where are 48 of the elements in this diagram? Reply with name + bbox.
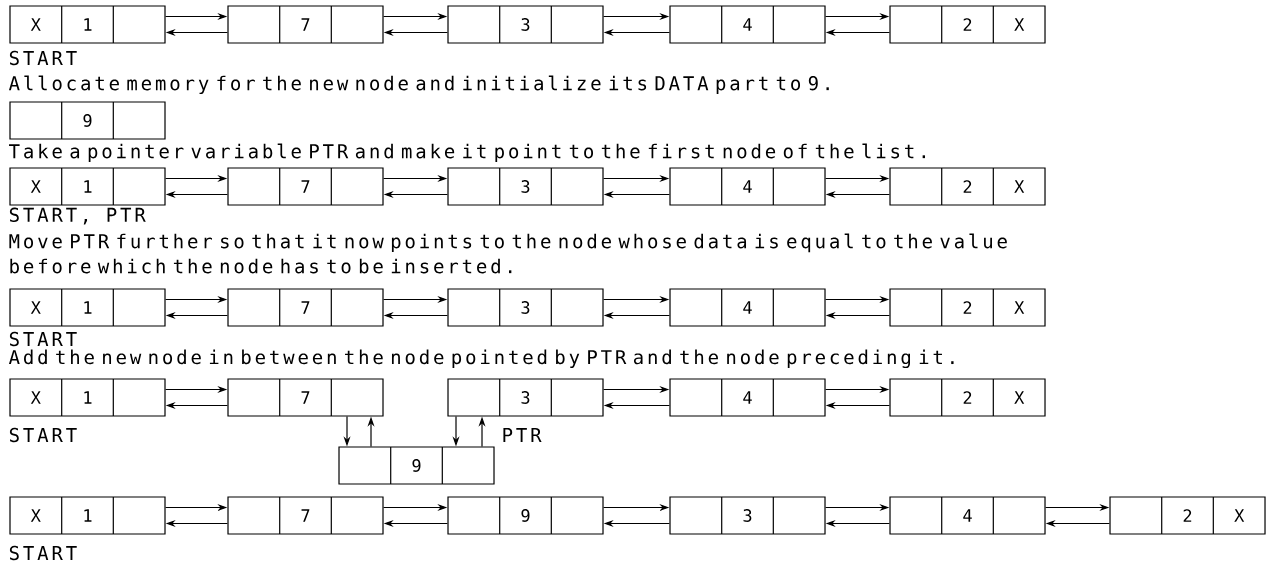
node-label: X — [30, 301, 41, 314]
node-label: X — [30, 509, 41, 522]
list-node: 4 — [669, 167, 826, 206]
node-label: X — [30, 180, 41, 193]
list-node: 7 — [227, 167, 384, 206]
node-label: 1 — [84, 18, 92, 31]
node-label: 1 — [84, 180, 92, 193]
list-node: X 1 — [9, 378, 166, 417]
pointer-label: START — [9, 427, 77, 443]
list-node: 3 — [447, 288, 604, 327]
pointer-label: START — [9, 545, 77, 561]
list-node: 9 — [9, 101, 166, 140]
list-node: 2 X — [889, 167, 1046, 206]
list-node: 2 X — [1109, 496, 1266, 535]
pointer-label: START — [9, 50, 77, 66]
list-node: 7 — [227, 496, 384, 535]
list-node: 7 — [227, 288, 384, 327]
list-node: 2 X — [889, 288, 1046, 327]
list-node: X 1 — [9, 167, 166, 206]
instruction-text: Move PTR further so that it now points to the node whose data is equal to the value before which the node has to be inserted. — [9, 233, 1007, 274]
list-node: 9 — [338, 446, 495, 485]
list-node: X 1 — [9, 496, 166, 535]
list-node: 4 — [669, 378, 826, 417]
list-node: 2 X — [889, 378, 1046, 417]
instruction-text: Allocate memory for the new node and initialize its DATA part to 9. — [8, 75, 829, 95]
node-label: 1 — [84, 301, 92, 314]
list-node: 3 — [447, 5, 604, 44]
pointer-label: PTR — [503, 428, 542, 442]
list-node: 2 X — [889, 5, 1046, 44]
list-node: 4 — [669, 288, 826, 327]
pointer-label: START, PTR — [9, 207, 146, 225]
list-node: X 1 — [9, 288, 166, 327]
list-node: 3 — [447, 167, 604, 206]
list-node: 3 — [447, 378, 604, 417]
list-node: 7 — [227, 378, 384, 417]
list-node: 3 — [669, 496, 826, 535]
list-node: 9 — [447, 496, 604, 535]
node-label: X — [30, 391, 41, 404]
list-node: 7 — [227, 5, 384, 44]
list-node: 4 — [669, 5, 826, 44]
node-label: 1 — [84, 391, 92, 404]
instruction-text: Add the new node in between the node pointed by PTR and the node preceding it. — [8, 349, 954, 369]
pointer-label: START — [9, 331, 77, 347]
node-label: X — [30, 18, 41, 31]
instruction-text: Take a pointer variable PTR and make it point to the first node of the list. — [9, 143, 925, 163]
node-label: 1 — [84, 509, 92, 522]
list-node: X 1 — [9, 5, 166, 44]
list-node: 4 — [889, 496, 1046, 535]
